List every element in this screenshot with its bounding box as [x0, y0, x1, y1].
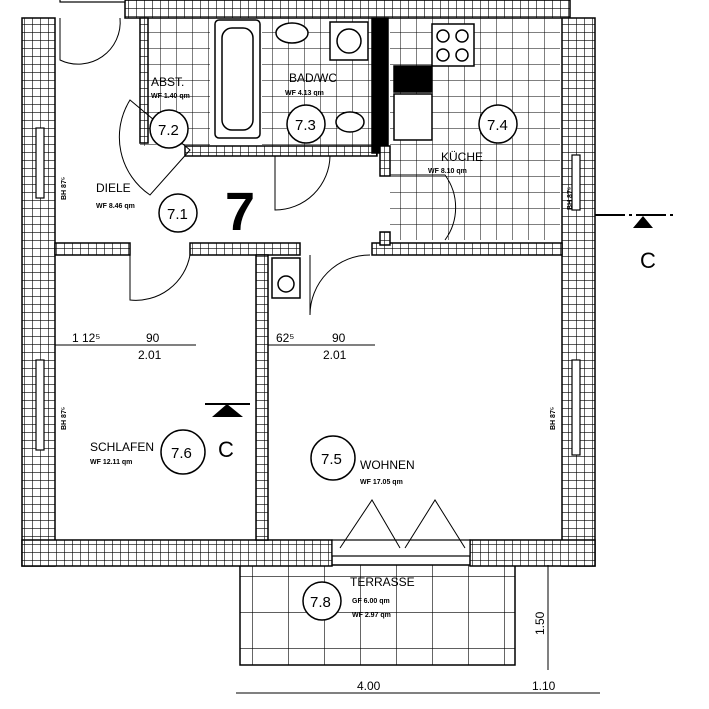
room-id: 7.5	[321, 451, 342, 468]
window-parapet-label: BH 87⁵	[61, 407, 68, 430]
room-area: WF 2.97 qm	[352, 612, 391, 619]
room-name: WOHNEN	[360, 458, 415, 472]
dimension-label: 2.01	[323, 348, 347, 362]
room-area: WF 17.05 qm	[360, 479, 403, 486]
room-name: SCHLAFEN	[90, 440, 154, 454]
room-name: KÜCHE	[441, 150, 483, 164]
dimension-label: 4.00	[357, 679, 381, 693]
wall-between-rooms	[255, 254, 269, 541]
room-id: 7.4	[487, 117, 508, 134]
dimension-label: 1 12⁵	[72, 331, 100, 345]
sink	[393, 93, 433, 141]
wall-bottom-left	[21, 539, 333, 567]
dimension-label: 62⁵	[276, 331, 294, 345]
room-area: WF 8.46 qm	[96, 203, 135, 210]
wall-bottom-right	[469, 539, 596, 567]
section-markers	[205, 214, 675, 417]
window-parapet-label: BH 87⁵	[567, 187, 574, 210]
room-id: 7.3	[295, 117, 316, 134]
dimension-lines	[55, 344, 600, 694]
fixtures	[214, 19, 475, 299]
room-area: WF 1.40 qm	[151, 93, 190, 100]
wall-left	[21, 17, 56, 567]
washbasin	[275, 22, 309, 44]
window-parapet-label: BH 87⁵	[550, 407, 557, 430]
window-parapet-label: BH 87⁵	[61, 177, 68, 200]
terrace-floor	[239, 564, 516, 666]
section-label: C	[218, 437, 234, 462]
windows	[35, 0, 581, 557]
doors	[59, 17, 466, 549]
room-id: 7.6	[171, 445, 192, 462]
room-area: WF 8.10 qm	[428, 168, 467, 175]
dimension-label: 90	[146, 331, 160, 345]
apartment-number: 7	[225, 182, 255, 242]
room-name: ABST.	[151, 75, 184, 89]
wall-right	[561, 17, 596, 567]
walls	[21, 0, 596, 567]
toilet	[335, 111, 365, 133]
room-area: GF 6.00 qm	[352, 598, 390, 605]
room-area: WF 12.11 qm	[90, 459, 132, 466]
fridge	[393, 65, 433, 93]
room-name: BAD/WC	[289, 71, 337, 85]
room-id: 7.2	[158, 122, 179, 139]
dimension-label: 90	[332, 331, 346, 345]
section-label: C	[640, 248, 656, 273]
room-id: 7.1	[167, 206, 188, 223]
room-markers	[149, 104, 518, 621]
wall-top	[124, 0, 571, 19]
dimension-label: 2.01	[138, 348, 162, 362]
dimension-label: 1.10	[532, 679, 556, 693]
room-area: WF 4.13 qm	[285, 90, 324, 97]
room-id: 7.8	[310, 594, 331, 611]
room-name: DIELE	[96, 181, 131, 195]
dimension-label: 1.50	[533, 611, 547, 635]
room-name: TERRASSE	[350, 575, 415, 589]
